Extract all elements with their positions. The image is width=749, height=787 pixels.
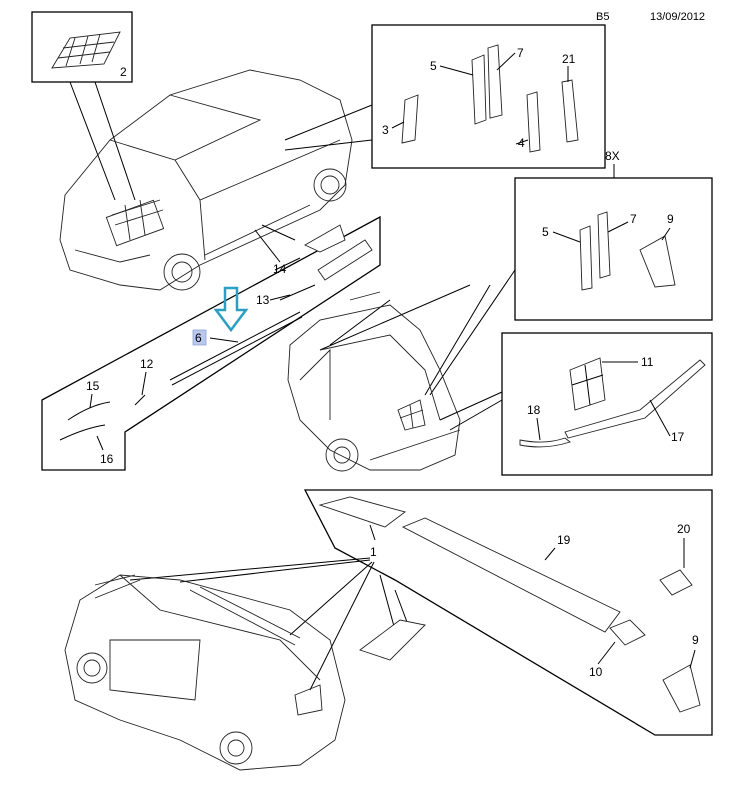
- callout-3[interactable]: 3: [382, 123, 389, 137]
- rear-pillar-box: 8X 5 7 9: [319, 149, 713, 396]
- callout-9[interactable]: 9: [667, 212, 674, 226]
- decal-2-box: 2: [31, 11, 136, 201]
- callout-11[interactable]: 11: [641, 355, 654, 369]
- sheet-code: B5: [596, 11, 609, 23]
- callout-18[interactable]: 18: [527, 403, 541, 417]
- car-front-view: [59, 69, 353, 291]
- callout-4[interactable]: 4: [518, 136, 525, 150]
- callout-10[interactable]: 10: [589, 665, 603, 679]
- callout-1[interactable]: 1: [370, 545, 377, 559]
- callout-5b[interactable]: 5: [542, 225, 549, 239]
- callout-17[interactable]: 17: [671, 430, 685, 444]
- side-moulding-box: 14 13 6 12 15 16: [41, 215, 381, 471]
- down-arrow-icon: [213, 286, 249, 333]
- car-rear-view: [287, 291, 461, 472]
- pillar-decals-box: 5 7 21 3 4: [284, 24, 606, 169]
- callout-7b[interactable]: 7: [630, 212, 637, 226]
- callout-14[interactable]: 14: [273, 262, 287, 276]
- stripe-decals-box: 1 19 20 10 9: [129, 489, 713, 736]
- callout-6[interactable]: 6: [195, 331, 202, 345]
- callout-19[interactable]: 19: [557, 533, 571, 547]
- rear-spoiler-box: 11 18 17: [439, 332, 713, 476]
- callout-6-highlight: [192, 329, 207, 346]
- diagram-date: 13/09/2012: [650, 11, 705, 23]
- callout-21[interactable]: 21: [562, 52, 576, 66]
- callout-8x[interactable]: 8X: [605, 149, 620, 163]
- callout-12[interactable]: 12: [140, 357, 154, 371]
- callout-7[interactable]: 7: [517, 46, 524, 60]
- callout-9b[interactable]: 9: [692, 633, 699, 647]
- car-bottom-view: [64, 574, 346, 771]
- callout-2[interactable]: 2: [120, 65, 127, 79]
- callout-16[interactable]: 16: [100, 452, 114, 466]
- callout-15[interactable]: 15: [86, 379, 100, 393]
- callout-20[interactable]: 20: [677, 522, 691, 536]
- callout-5[interactable]: 5: [430, 59, 437, 73]
- callout-13[interactable]: 13: [256, 293, 270, 307]
